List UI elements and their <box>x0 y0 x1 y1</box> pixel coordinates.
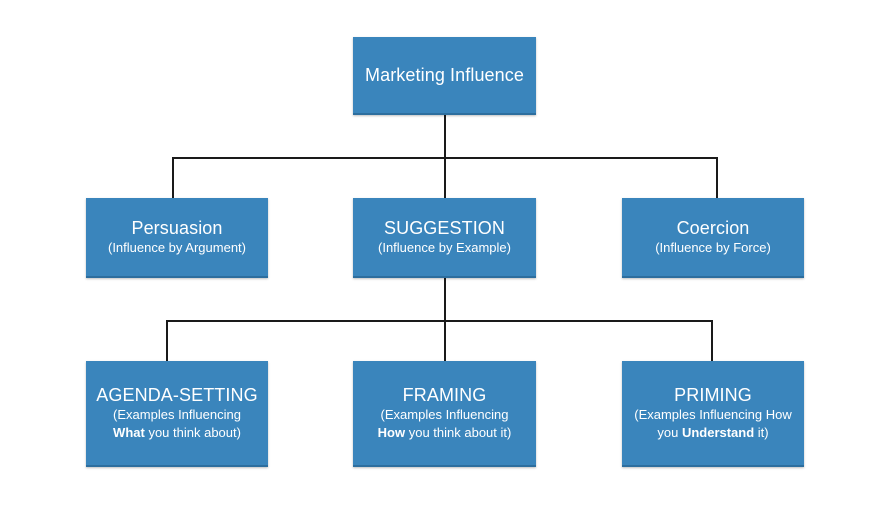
priming-node: PRIMING (Examples Influencing How you Un… <box>622 361 804 467</box>
node-description: (Examples Influencing How you Understand… <box>634 406 792 442</box>
description-line-1: (Examples Influencing <box>113 407 241 422</box>
suggestion-node: SUGGESTION (Influence by Example) <box>353 198 536 278</box>
node-title: Marketing Influence <box>365 65 524 85</box>
node-title: AGENDA-SETTING <box>96 385 258 405</box>
agenda-setting-node: AGENDA-SETTING (Examples Influencing Wha… <box>86 361 268 467</box>
description-pre: you <box>657 425 682 440</box>
description-rest: it) <box>754 425 769 440</box>
node-title: Persuasion <box>131 218 223 238</box>
node-subtitle: (Influence by Argument) <box>107 240 247 255</box>
node-description: (Examples Influencing What you think abo… <box>113 406 241 442</box>
node-subtitle: (Influence by Force) <box>655 240 771 255</box>
coercion-node: Coercion (Influence by Force) <box>622 198 804 278</box>
node-title: SUGGESTION <box>383 218 505 238</box>
description-rest: you think about) <box>144 425 241 440</box>
node-subtitle: (Influence by Example) <box>378 240 511 255</box>
description-emphasis: What <box>113 425 145 440</box>
node-title: PRIMING <box>674 385 752 405</box>
description-emphasis: How <box>377 425 406 440</box>
description-line-1: (Examples Influencing How <box>634 407 792 422</box>
node-description: (Examples Influencing How you think abou… <box>378 406 512 442</box>
node-title: FRAMING <box>402 385 487 405</box>
marketing-influence-node: Marketing Influence <box>353 37 536 115</box>
description-line-1: (Examples Influencing <box>380 407 509 422</box>
node-title: Coercion <box>676 218 750 238</box>
persuasion-node: Persuasion (Influence by Argument) <box>86 198 268 278</box>
framing-node: FRAMING (Examples Influencing How you th… <box>353 361 536 467</box>
description-rest: you think about it) <box>405 425 512 440</box>
description-emphasis: Understand <box>681 425 755 440</box>
